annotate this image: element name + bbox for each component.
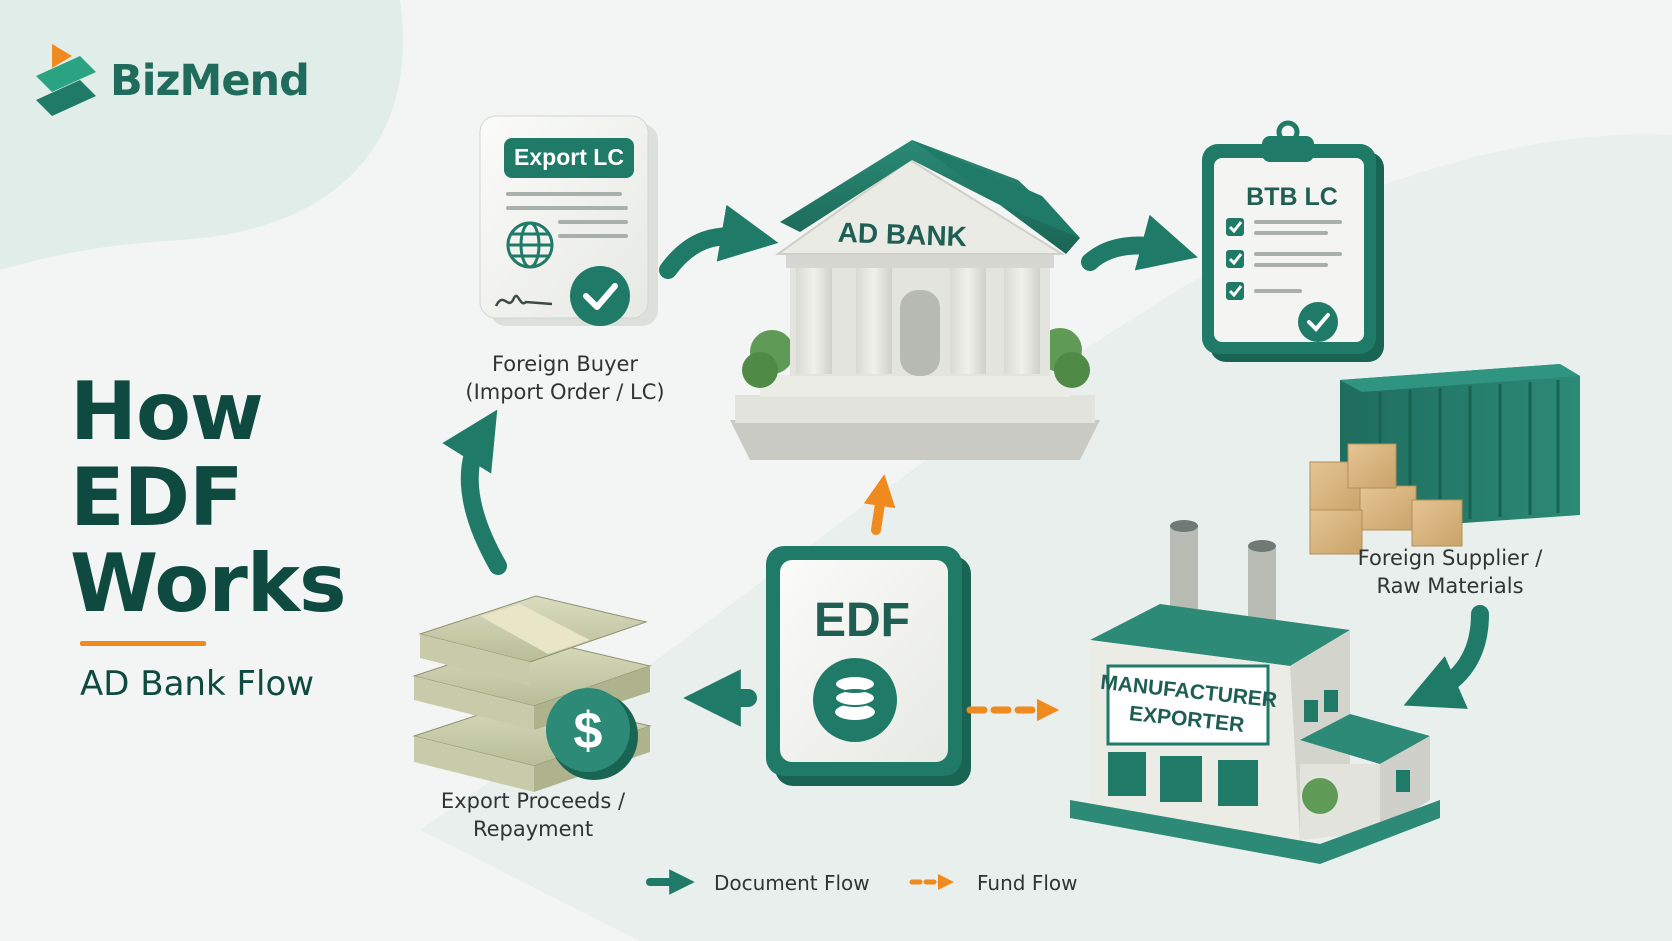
- subtitle: AD Bank Flow: [80, 664, 315, 704]
- check-badge-icon: [1298, 302, 1338, 342]
- arrow-supplier-to-factory: [1403, 605, 1489, 709]
- flow-arrows: [442, 204, 1489, 727]
- title-line-2: EDF: [70, 451, 244, 544]
- clipboard-icon: [1202, 120, 1384, 362]
- dollar-coin-icon: [546, 688, 638, 780]
- arrow-export-lc-to-bank: [659, 204, 779, 279]
- legend-fund-flow-label: Fund Flow: [977, 871, 1078, 895]
- foreign-supplier-caption: Foreign Supplier / Raw Materials: [1357, 546, 1543, 598]
- factory-icon: [1070, 520, 1440, 864]
- arrow-bank-to-btb-lc: [1081, 214, 1198, 271]
- bank-building-icon: [730, 140, 1100, 460]
- dollar-sign: $: [574, 702, 603, 760]
- cardboard-boxes-icon: [1309, 443, 1463, 555]
- export-lc-label: Export LC: [514, 144, 624, 170]
- export-lc-badge: [504, 138, 634, 178]
- foreign-buyer-caption: Foreign Buyer (Import Order / LC): [465, 352, 665, 404]
- title-underline: [80, 641, 206, 646]
- factory-sign: [1106, 664, 1270, 746]
- title-line-3: Works: [70, 537, 347, 630]
- globe-icon: [506, 221, 554, 269]
- brand-name: BizMend: [110, 56, 310, 106]
- ad-bank-label: AD BANK: [837, 217, 967, 252]
- check-badge-icon: [570, 266, 630, 326]
- legend-document-flow-label: Document Flow: [714, 871, 870, 895]
- export-lc-document: [479, 115, 658, 326]
- title-line-1: How: [70, 365, 264, 458]
- checklist: [1226, 218, 1342, 300]
- bizmend-logo-icon: [36, 44, 96, 116]
- coin-stack-icon: [813, 658, 897, 742]
- arrow-proceeds-to-buyer: [442, 409, 507, 575]
- btb-lc-label: BTB LC: [1246, 183, 1338, 211]
- arrow-edf-to-bank: [863, 474, 896, 535]
- edf-card: [766, 546, 971, 786]
- signature: [494, 294, 553, 307]
- edf-label: EDF: [814, 594, 910, 647]
- export-proceeds-caption: Export Proceeds / Repayment: [440, 789, 626, 841]
- background-blob-top-left: [0, 0, 404, 270]
